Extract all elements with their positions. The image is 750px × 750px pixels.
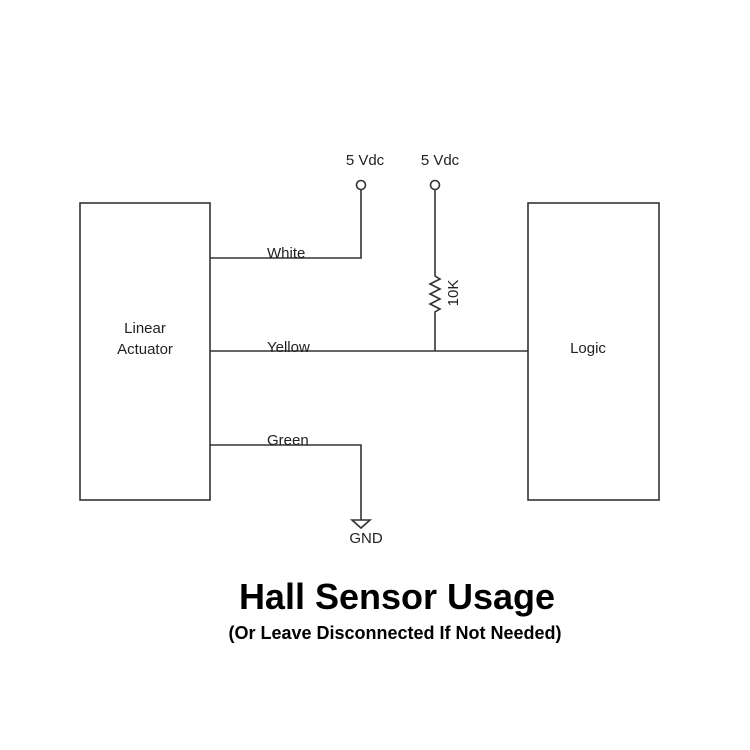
- logic-label: Logic: [570, 340, 606, 357]
- yellow-wire-label: Yellow: [267, 339, 310, 356]
- green-wire-label: Green: [267, 432, 309, 449]
- resistor-label: 10K: [445, 280, 462, 307]
- diagram-title: Hall Sensor Usage: [239, 576, 555, 617]
- supply-label-right: 5 Vdc: [421, 152, 460, 169]
- white-wire-label: White: [267, 245, 305, 262]
- supply-label-left: 5 Vdc: [346, 152, 385, 169]
- green-wire: [210, 444, 362, 520]
- supply-terminal-right: [429, 179, 441, 191]
- actuator-label-line1: Linear: [124, 320, 166, 337]
- actuator-label-line2: Actuator: [117, 341, 173, 358]
- white-wire: [210, 190, 362, 259]
- ground-label: GND: [349, 530, 383, 547]
- diagram-subtitle: (Or Leave Disconnected If Not Needed): [228, 623, 561, 643]
- pullup-wire: [428, 190, 442, 351]
- supply-terminal-left: [355, 179, 367, 191]
- ground-symbol-icon: [349, 519, 373, 530]
